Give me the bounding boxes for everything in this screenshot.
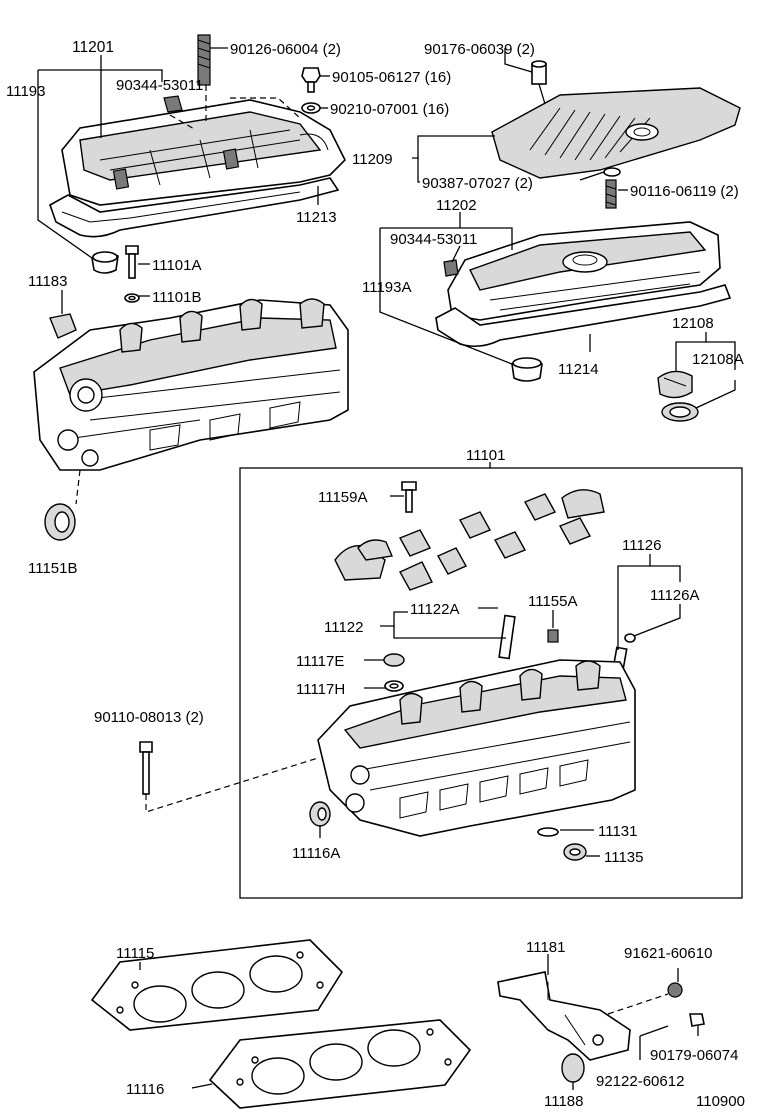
cylinder-head-main xyxy=(317,659,636,837)
label-90387-07027: 90387-07027 (2) xyxy=(422,175,533,192)
label-11201: 11201 xyxy=(72,39,114,56)
part-labels: 11201 11193 90344-53011 90126-06004 (2) … xyxy=(6,39,745,1110)
bolt-90110 xyxy=(139,741,153,795)
grommet-right xyxy=(511,357,543,382)
grommet-left xyxy=(91,251,119,274)
valve-guide xyxy=(498,614,516,660)
bracket-11181 xyxy=(497,971,631,1061)
bolt-91621 xyxy=(667,982,683,998)
cylinder-head-left xyxy=(33,298,349,471)
label-11193A: 11193A xyxy=(362,279,412,296)
label-91621-60610: 91621-60610 xyxy=(624,945,712,962)
label-11116: 11116 xyxy=(126,1081,164,1098)
label-90110-08013: 90110-08013 (2) xyxy=(94,709,204,726)
label-110900: 110900 xyxy=(696,1093,745,1110)
label-11183: 11183 xyxy=(28,273,68,290)
plug-11188 xyxy=(561,1053,585,1083)
label-11214: 11214 xyxy=(558,361,599,378)
seal-11135 xyxy=(563,843,587,861)
label-11151B: 11151B xyxy=(28,560,78,577)
label-11209: 11209 xyxy=(352,151,393,168)
label-11122: 11122 xyxy=(324,619,364,636)
label-11122A: 11122A xyxy=(410,601,460,618)
plug-90344-right xyxy=(443,259,459,277)
label-90344-53011-left: 90344-53011 xyxy=(116,77,203,94)
label-11135: 11135 xyxy=(604,849,644,866)
bolt-11101A xyxy=(125,245,139,279)
valve-cover-left xyxy=(61,99,346,206)
leader-lines xyxy=(37,47,736,1090)
label-11116A: 11116A xyxy=(292,845,340,862)
label-11126: 11126 xyxy=(622,537,662,554)
label-90176-06039: 90176-06039 (2) xyxy=(424,41,535,58)
label-11117E: 11117E xyxy=(296,653,344,670)
assembly-box-11101 xyxy=(239,467,743,899)
pin-92122 xyxy=(639,1025,669,1037)
grommet-90176 xyxy=(531,60,547,85)
washer-90210 xyxy=(301,102,321,114)
valve-cover-gasket-left xyxy=(49,177,340,238)
label-11188: 11188 xyxy=(544,1093,584,1110)
label-11101B: 11101B xyxy=(152,289,202,306)
label-12108: 12108 xyxy=(672,315,714,332)
label-11131: 11131 xyxy=(598,823,638,840)
stud-bolt xyxy=(197,34,211,86)
ring-11117H xyxy=(384,680,404,692)
cap-11183 xyxy=(49,313,77,339)
bolt-11159A xyxy=(401,481,417,513)
washer-90387 xyxy=(603,167,621,177)
nut-90179 xyxy=(689,1013,705,1027)
label-11159A: 11159A xyxy=(318,489,368,506)
label-11193: 11193 xyxy=(6,83,46,100)
plug-90344-left xyxy=(163,95,183,113)
pin-11155A xyxy=(547,629,559,643)
label-11155A: 11155A xyxy=(528,593,578,610)
label-11202: 11202 xyxy=(436,197,477,214)
label-11181: 11181 xyxy=(526,939,566,956)
oil-filler-cap xyxy=(657,370,693,399)
engine-cover xyxy=(491,87,741,179)
label-92122-60612: 92122-60612 xyxy=(596,1073,684,1090)
washer-11101B xyxy=(124,293,140,303)
head-gasket-11116 xyxy=(208,1019,472,1109)
plug-11117E xyxy=(383,653,405,667)
bearing-caps xyxy=(334,489,605,591)
oil-cap-gasket xyxy=(661,402,699,422)
label-90179-06074: 90179-06074 xyxy=(650,1047,738,1064)
bolt-90105 xyxy=(301,67,321,93)
label-11213: 11213 xyxy=(296,209,337,226)
stud-90116 xyxy=(605,179,617,209)
label-11126A: 11126A xyxy=(650,587,700,604)
seal-11151B xyxy=(44,503,76,541)
label-11101: 11101 xyxy=(466,447,506,464)
ring-11126A xyxy=(624,633,636,643)
label-90105-06127: 90105-06127 (16) xyxy=(332,69,451,86)
seal-11116A xyxy=(309,801,331,827)
label-11115: 11115 xyxy=(116,945,154,962)
label-11101A: 11101A xyxy=(152,257,202,274)
label-90126-06004: 90126-06004 (2) xyxy=(230,41,341,58)
label-90344-53011-right: 90344-53011 xyxy=(390,231,477,248)
label-11117H: 11117H xyxy=(296,681,345,698)
label-90210-07001: 90210-07001 (16) xyxy=(330,101,449,118)
label-12108A: 12108A xyxy=(692,351,744,368)
ring-11131 xyxy=(537,827,559,837)
head-gasket-11115 xyxy=(90,939,344,1031)
label-90116-06119: 90116-06119 (2) xyxy=(630,183,739,200)
